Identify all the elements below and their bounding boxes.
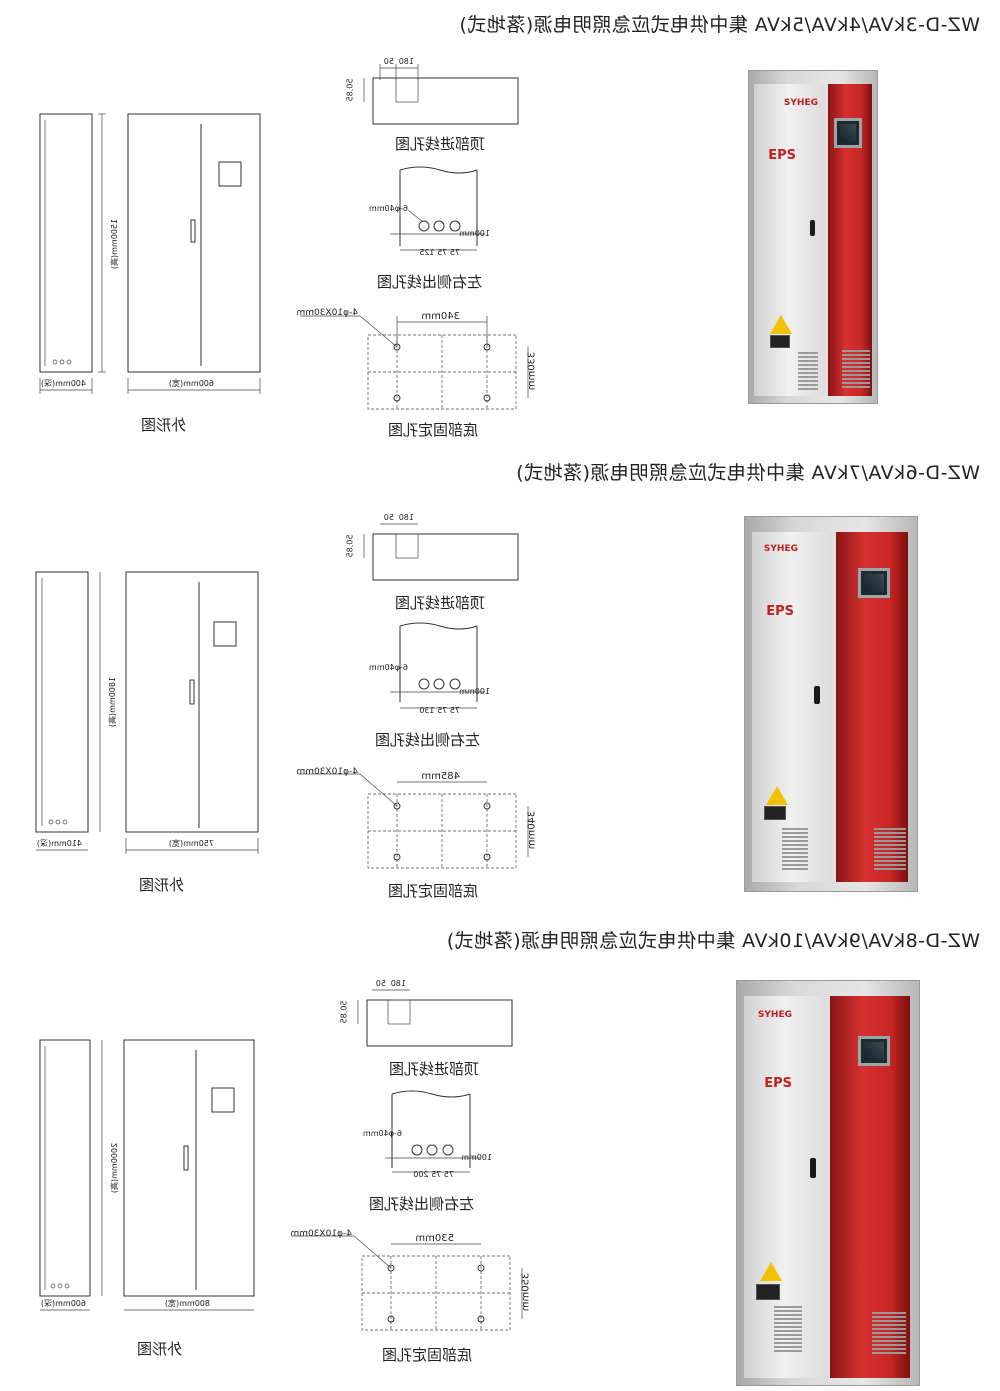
outline-drawing [39,64,529,410]
outline-height: 1500mm(高) [109,218,119,270]
outline-width: 750mm(宽) [168,839,214,848]
outline-depth: 410mm(深) [36,839,82,848]
side-dim-hole: 6-φ40mm [368,663,408,672]
base-dim-w: 485mm [421,771,460,782]
side-dim-spacing: 75 75 200 [413,1170,454,1179]
section-3: WZ-D-8kVA/9kVA/10kVA 集中供电式应急照明电源(落地式) [0,924,1000,1391]
outline-width: 600mm(宽) [168,379,214,388]
mirrored-drawing: WZ-D-3kVA/4kVA/5kVA 集中供电式应急照明电源(落地式) [0,0,1000,460]
top-dim-2: 50 [383,57,394,66]
side-dim-h: 100mm [461,1153,492,1162]
top-dim-3: 50,85 [339,1000,349,1024]
mirrored-drawing: WZ-D-6kVA/7kVA 集中供电式应急照明电源(落地式) [0,458,1000,918]
base-dim-holes: 4-φ10X30mm [296,767,358,777]
top-dim-2: 50 [383,513,394,522]
section-2: WZ-D-6kVA/7kVA 集中供电式应急照明电源(落地式) [0,458,1000,918]
outline-height: 1800mm(高) [107,676,117,728]
outline-drawing [39,989,523,1331]
base-dim-d: 340mm [526,810,538,850]
cabinet-photo: SYHEG EPS [736,980,920,1386]
side-dim-spacing: 75 75 125 [419,248,460,257]
top-dim-1: 180 [390,979,406,988]
side-hole-caption: 左右侧出线孔图 [375,731,481,749]
cabinet-photo: SYHEG EPS [744,516,918,892]
top-hole-caption: 顶部进线孔图 [395,594,486,612]
outline-height: 2000mm(高) [109,1142,119,1194]
base-dim-w: 340mm [421,311,460,322]
base-dim-d: 350mm [520,1272,532,1312]
side-dim-h: 100mm [459,229,490,238]
section-1: WZ-D-3kVA/4kVA/5kVA 集中供电式应急照明电源(落地式) [0,0,1000,460]
brand-logo: SYHEG [757,1010,792,1020]
cabinet-photo: SYHEG EPS [748,70,878,404]
eps-label: EPS [766,604,794,619]
base-hole-caption: 底部固定孔图 [388,421,479,439]
outline-depth: 400mm(深) [40,379,86,388]
top-dim-3: 50,85 [345,78,355,102]
outline-caption: 外形图 [137,1340,183,1358]
base-dim-holes: 4-φ10X30mm [296,308,358,318]
side-hole-caption: 左右侧出线孔图 [377,273,483,291]
outline-depth: 600mm(深) [40,1299,86,1308]
top-dim-1: 180 [398,57,414,66]
top-dim-1: 180 [398,513,414,522]
eps-label: EPS [764,1076,792,1091]
side-dim-h: 100mm [459,687,490,696]
outline-width: 800mm(宽) [164,1299,210,1308]
base-hole-caption: 底部固定孔图 [388,882,479,900]
brand-logo: SYHEG [783,98,818,108]
side-dim-hole: 6-φ40mm [368,204,408,213]
eps-label: EPS [768,148,796,163]
top-dim-3: 50,85 [345,534,355,558]
base-dim-d: 330mm [526,351,538,391]
base-dim-holes: 4-φ10X30mm [290,1229,352,1239]
brand-logo: SYHEG [763,544,798,554]
outline-caption: 外形图 [141,416,187,434]
base-dim-w: 530mm [415,1233,454,1244]
top-hole-caption: 顶部进线孔图 [395,135,486,153]
outline-drawing [35,523,529,869]
side-hole-caption: 左右侧出线孔图 [369,1195,475,1213]
base-hole-caption: 底部固定孔图 [382,1346,473,1364]
top-hole-caption: 顶部进线孔图 [389,1060,480,1078]
side-dim-hole: 6-φ40mm [362,1129,402,1138]
side-dim-spacing: 75 75 130 [419,706,460,715]
top-dim-2: 50 [375,979,386,988]
outline-caption: 外形图 [139,876,185,894]
mirrored-drawing: WZ-D-8kVA/9kVA/10kVA 集中供电式应急照明电源(落地式) [0,924,1000,1391]
